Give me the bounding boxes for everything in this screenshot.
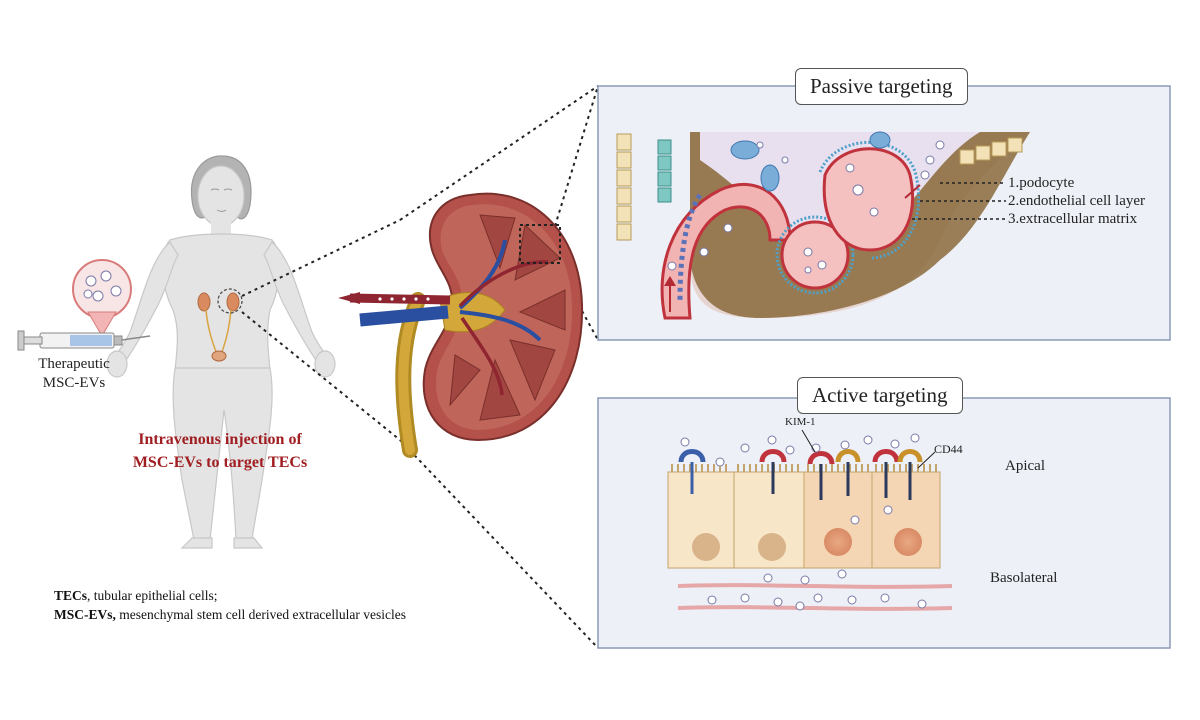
label-ecm: 3.extracellular matrix bbox=[1008, 211, 1138, 227]
label-apical: Apical bbox=[1005, 458, 1045, 474]
label-cd44: CD44 bbox=[934, 442, 963, 456]
active-targeting-title: Active targeting bbox=[797, 377, 963, 414]
legend-text: mesenchymal stem cell derived extracellu… bbox=[115, 607, 407, 622]
main-caption: Intravenous injection of MSC-EVs to targ… bbox=[110, 428, 330, 474]
glomerulus-illustration bbox=[615, 131, 1030, 320]
injection-label: Therapeutic MSC-EVs bbox=[24, 355, 124, 393]
legend-abbr: TECs bbox=[54, 588, 88, 603]
main-caption-line1: Intravenous injection of bbox=[138, 431, 302, 448]
face bbox=[210, 188, 233, 212]
human-figure bbox=[106, 155, 336, 549]
label-podocyte: 1.podocyte bbox=[1008, 175, 1075, 191]
injection-label-line2: MSC-EVs bbox=[42, 375, 106, 391]
injection-label-line1: Therapeutic bbox=[38, 356, 110, 372]
label-endothelial: 2.endothelial cell layer bbox=[1008, 193, 1146, 209]
legend-item: MSC-EVs, mesenchymal stem cell derived e… bbox=[54, 605, 406, 624]
kidney bbox=[338, 192, 584, 458]
legend-item: TECs, tubular epithelial cells; bbox=[54, 586, 406, 605]
label-basolateral: Basolateral bbox=[990, 570, 1058, 586]
body-kidneys bbox=[197, 288, 243, 362]
legend-text: , tubular epithelial cells; bbox=[87, 588, 218, 603]
passive-targeting-title: Passive targeting bbox=[795, 68, 968, 105]
legend-abbr: MSC-EVs, bbox=[54, 607, 116, 622]
epithelium-illustration bbox=[667, 429, 953, 611]
ev-bubble bbox=[72, 259, 132, 337]
main-caption-line2: MSC-EVs to target TECs bbox=[132, 454, 308, 471]
abbreviation-legend: TECs, tubular epithelial cells; MSC-EVs,… bbox=[54, 586, 406, 624]
syringe bbox=[17, 330, 151, 351]
label-kim1: KIM-1 bbox=[785, 416, 816, 428]
